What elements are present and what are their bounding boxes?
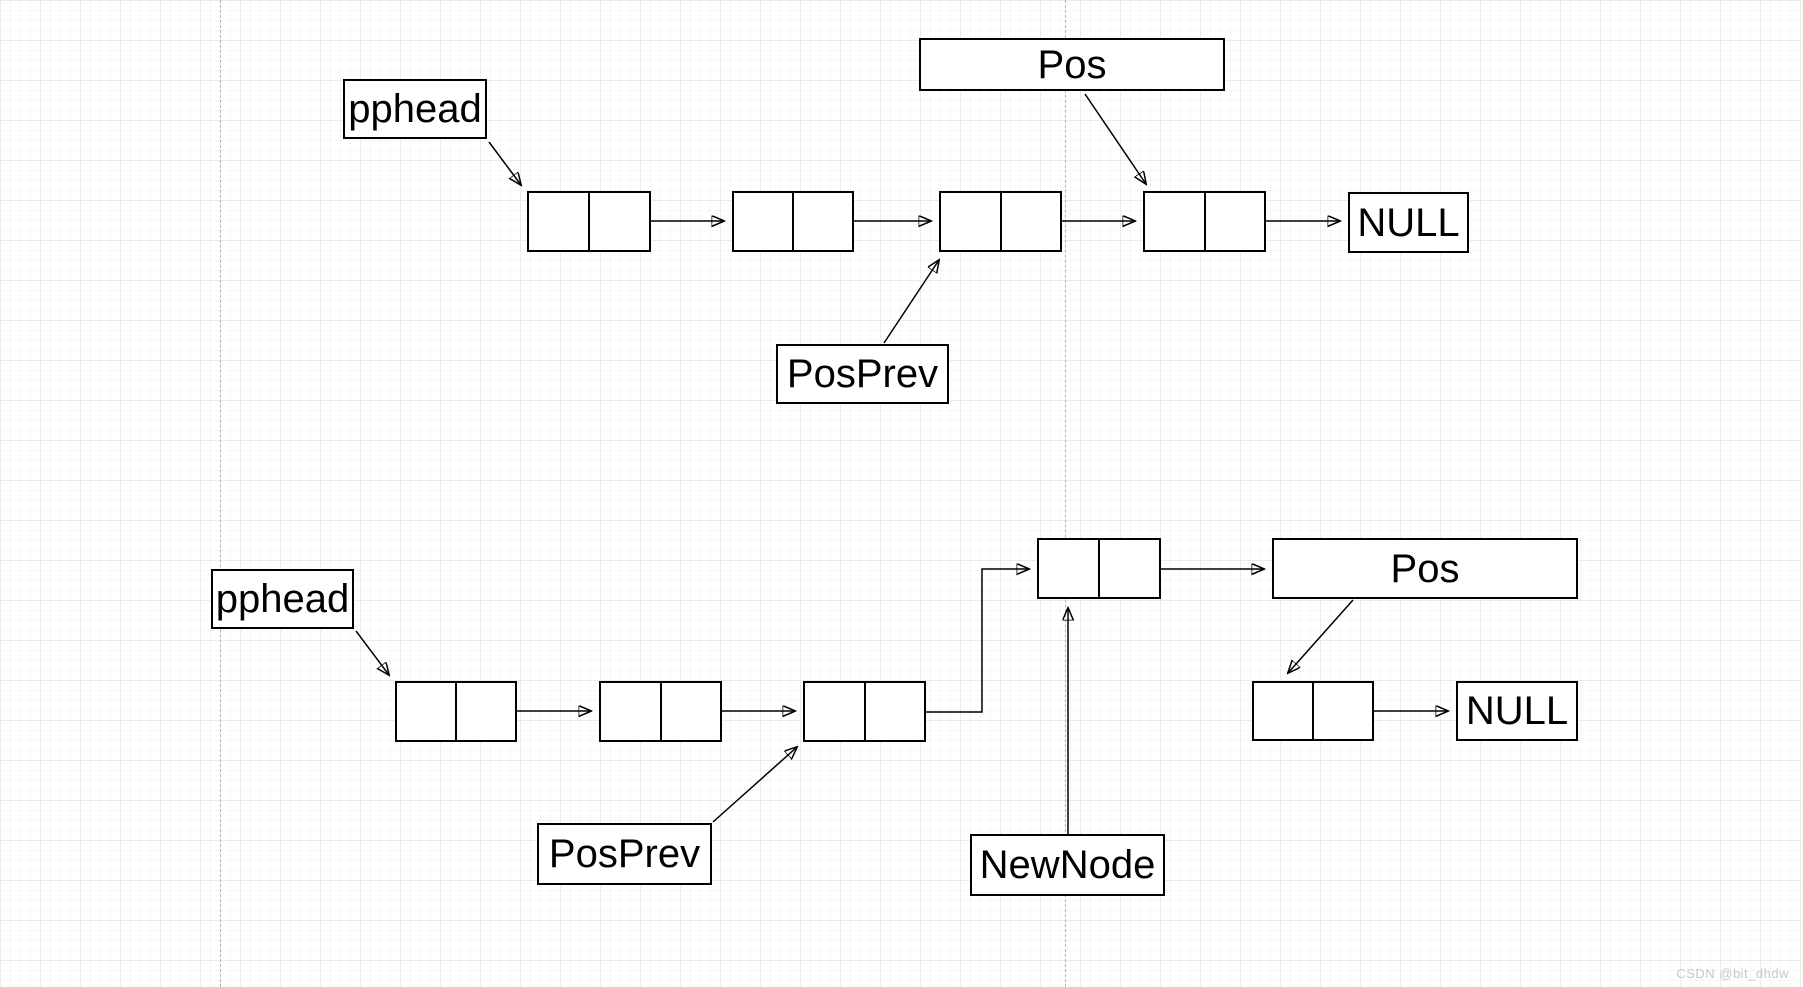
bottom-pos-node [1252,681,1374,741]
bottom-pphead-label: pphead [211,569,354,629]
node-divider [1098,540,1100,597]
top-pos-label: Pos [919,38,1225,91]
bottom-null-box: NULL [1456,681,1578,741]
bottom-list-node-3 [803,681,926,742]
node-divider [455,683,457,740]
page-boundary-guide-left [220,0,221,987]
bottom-pos-label: Pos [1272,538,1578,599]
watermark: CSDN @bit_dhdw [1676,966,1789,981]
top-list-node-3 [939,191,1062,252]
page-boundary-guide-right [1065,0,1066,987]
node-divider [588,193,590,250]
bottom-posprev-label: PosPrev [537,823,712,885]
node-divider [863,683,866,740]
top-list-node-1 [527,191,651,252]
node-divider [1203,193,1206,250]
arrow-bottom-pos-to-pos-node [1288,599,1354,673]
arrow-bottom-pphead-to-node1 [355,630,389,675]
arrow-top-pphead-to-node1 [488,141,521,185]
arrow-top-pos-to-node4 [1084,93,1146,184]
top-list-node-4 [1143,191,1266,252]
arrow-top-posprev-to-node3 [883,260,939,344]
node-divider [1312,683,1314,739]
top-null-box: NULL [1348,192,1469,253]
bottom-newnode-label: NewNode [970,834,1165,896]
top-list-node-2 [732,191,854,252]
node-divider [792,193,794,250]
bottom-list-node-2 [599,681,722,742]
bottom-list-node-1 [395,681,517,742]
arrow-bottom-posprev-to-node3 [712,747,797,823]
arrow-bottom-node3-to-inserted-node-elbow [926,569,1029,713]
bottom-inserted-node [1037,538,1161,599]
top-posprev-label: PosPrev [776,344,949,404]
top-pphead-label: pphead [343,79,487,139]
node-divider [659,683,662,740]
node-divider [999,193,1002,250]
